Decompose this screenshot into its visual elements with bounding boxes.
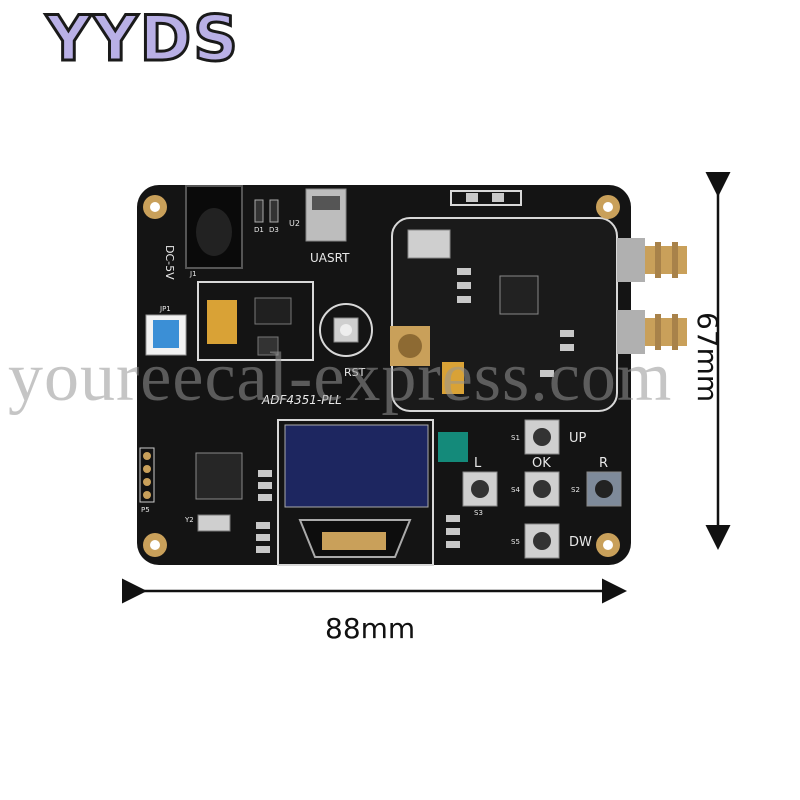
button-right [586, 471, 622, 507]
height-dimension-label: 67mm [691, 312, 724, 403]
silk-s5: S5 [511, 538, 520, 546]
diode-d1 [254, 199, 264, 223]
diode-d3 [269, 199, 279, 223]
regulator-area [197, 281, 314, 361]
button-down [524, 523, 560, 559]
silk-rst: RST [344, 366, 366, 379]
silk-s4: S4 [511, 486, 520, 494]
silk-r: R [599, 456, 608, 471]
crystal-y2 [197, 514, 231, 532]
button-ok [524, 471, 560, 507]
watermark-text: youreecal-express.com [8, 339, 673, 416]
oled-frame-outline [277, 419, 434, 566]
silk-ok: OK [532, 456, 551, 471]
silk-s3: S3 [474, 509, 483, 517]
oled-display [284, 424, 429, 508]
silk-u2: U2 [289, 219, 300, 228]
silk-s1: S1 [511, 434, 520, 442]
adf4351-chip [499, 275, 539, 315]
mounting-holes [143, 195, 620, 557]
mcu-chip [195, 452, 243, 500]
silk-jp1: JP1 [159, 305, 171, 313]
reset-button [333, 317, 359, 343]
reference-oscillator [407, 229, 451, 259]
button-left [462, 471, 498, 507]
silk-dw: DW [569, 535, 592, 550]
silk-up: UP [569, 431, 587, 446]
silk-y2: Y2 [184, 516, 194, 524]
oled-connector-tab [438, 432, 468, 462]
smd-components [256, 268, 574, 553]
silk-d3: D3 [269, 226, 279, 234]
header-p5 [139, 447, 155, 503]
silk-title: ADF4351-PLL [261, 393, 342, 407]
width-dimension-label: 88mm [325, 612, 416, 645]
sma-connector-bottom [617, 310, 687, 354]
silk-l: L [474, 456, 482, 471]
tantalum-capacitor [207, 300, 237, 344]
silk-dc: DC-5V [163, 245, 176, 280]
sma-connector-top [617, 238, 687, 282]
silk-d1: D1 [254, 226, 264, 234]
reset-button-outline [319, 303, 373, 357]
silk-s2: S2 [571, 486, 580, 494]
silk-p5: P5 [141, 506, 150, 514]
silk-j1: J1 [189, 270, 197, 278]
button-up [524, 419, 560, 455]
brand-title: YYDS [45, 1, 240, 77]
ic-regulator [254, 297, 292, 325]
silk-uart: UASRT [310, 251, 350, 265]
